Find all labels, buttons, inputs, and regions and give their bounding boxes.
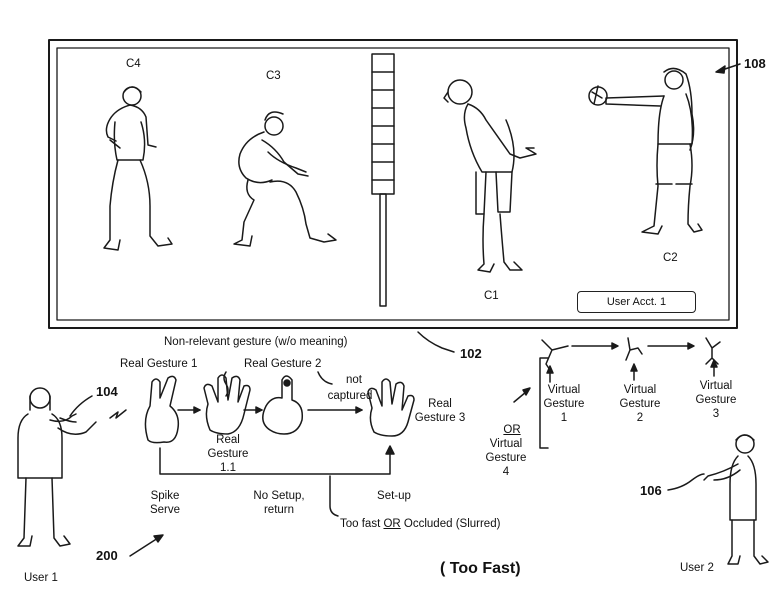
player-c2-figure: [588, 67, 703, 235]
virtual-gesture-1-icon: [541, 339, 569, 371]
real-gesture-2-label: Real Gesture 2: [244, 358, 322, 370]
too-fast-occluded-label: Too fast OR Occluded (Slurred): [340, 518, 501, 530]
setup-label: Set-up: [377, 490, 411, 502]
label-c4: C4: [126, 58, 141, 70]
virtual-bracket: [539, 357, 549, 449]
ref-108-arrowhead: [715, 65, 726, 74]
real-gesture-1-1-label-line1: Real: [216, 434, 240, 446]
virtual-gesture-4-line1: Virtual: [489, 438, 523, 450]
gesture-flow-arrows: [109, 371, 395, 517]
virtual-gesture-4-line2: Gesture: [485, 452, 527, 464]
real-gesture-1-1-label-line2: Gesture: [207, 448, 249, 460]
user-1-label: User 1: [24, 572, 58, 584]
hand-gesture-3-icon: [367, 378, 415, 437]
hand-gesture-1-1-icon: [203, 374, 251, 435]
real-gesture-1-1-label-line3: 1.1: [220, 462, 236, 474]
virtual-gesture-2-line3: 2: [636, 412, 644, 424]
display-inner-frame: [56, 47, 730, 321]
user-2-figure: [703, 434, 769, 565]
ref-104: 104: [96, 384, 118, 399]
non-relevant-gesture-label: Non-relevant gesture (w/o meaning): [164, 336, 348, 348]
ref-102-leader: [417, 331, 455, 353]
ref-200-arrow: [129, 537, 159, 557]
not-captured-label-line2: captured: [327, 390, 373, 402]
ref-102: 102: [460, 346, 482, 361]
virtual-gesture-2-line2: Gesture: [619, 398, 661, 410]
virtual-gesture-1-line2: Gesture: [543, 398, 585, 410]
virtual-gesture-2-line1: Virtual: [623, 384, 657, 396]
virtual-gesture-1-line1: Virtual: [547, 384, 581, 396]
spike-label-line2: Serve: [149, 504, 181, 516]
real-gesture-1-label: Real Gesture 1: [120, 358, 198, 370]
hand-gesture-2-icon: [262, 375, 304, 435]
user-2-label: User 2: [680, 562, 714, 574]
no-setup-label-line2: return: [263, 504, 295, 516]
ref-200: 200: [96, 548, 118, 563]
label-c3: C3: [266, 70, 281, 82]
virtual-gesture-4-line3: 4: [502, 466, 510, 478]
label-c2: C2: [663, 252, 678, 264]
ref-106: 106: [640, 483, 662, 498]
net-post: [371, 53, 395, 307]
player-c3-figure: [233, 111, 337, 247]
no-setup-label-line1: No Setup,: [253, 490, 305, 502]
virtual-flow-arrows: [513, 342, 718, 403]
virtual-gesture-1-line3: 1: [560, 412, 568, 424]
label-c1: C1: [484, 290, 499, 302]
user-1-figure: [17, 387, 97, 547]
ref-200-arrowhead: [153, 534, 164, 543]
virtual-gesture-3-line3: 3: [712, 408, 720, 420]
ref-108: 108: [744, 56, 766, 71]
player-c1-figure: [443, 79, 537, 273]
ref-106-leader: [667, 473, 705, 491]
display-outer-frame: [48, 39, 738, 329]
ref-104-leader: [69, 395, 93, 417]
virtual-gesture-3-line1: Virtual: [699, 380, 733, 392]
player-c4-figure: [103, 86, 173, 251]
real-gesture-3-label-line2: Gesture 3: [414, 412, 466, 424]
virtual-gesture-2-icon: [625, 337, 643, 361]
too-fast-caption: ( Too Fast): [440, 560, 521, 577]
virtual-or-label: OR: [503, 424, 521, 436]
virtual-gesture-3-icon: [705, 337, 721, 365]
not-captured-label-line1: not: [346, 374, 362, 386]
real-gesture-3-label-line1: Real: [428, 398, 452, 410]
spike-label-line1: Spike: [150, 490, 180, 502]
virtual-gesture-3-line2: Gesture: [695, 394, 737, 406]
user-account-box: User Acct. 1: [577, 291, 696, 313]
hand-gesture-1-icon: [144, 375, 180, 444]
